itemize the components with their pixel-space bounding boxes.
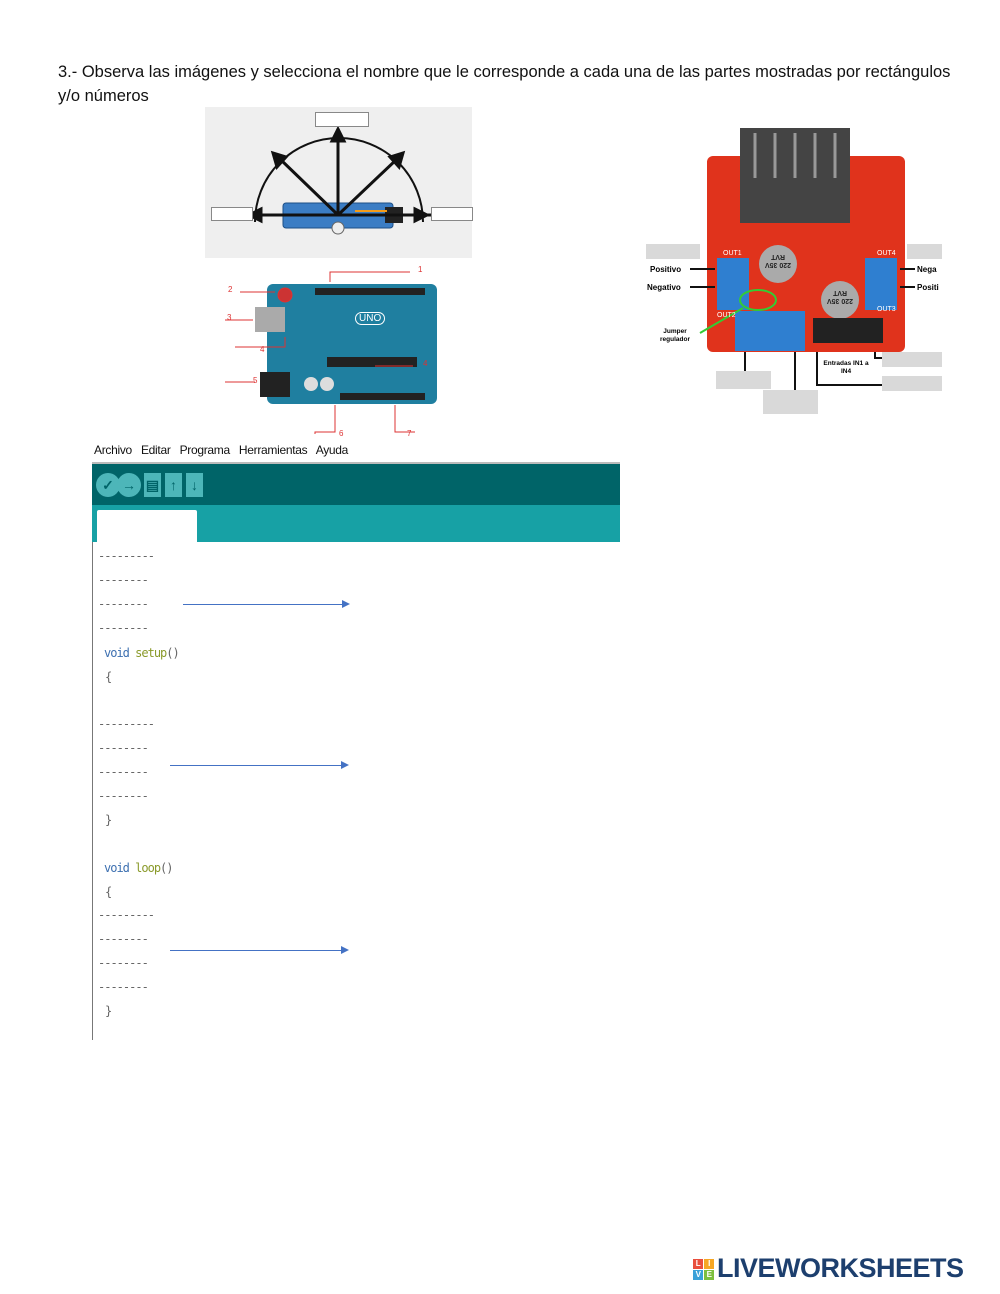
- label-positivo-left: Positivo: [650, 265, 682, 274]
- code-line: --------: [98, 573, 149, 587]
- code-line: --------: [98, 597, 149, 611]
- label-negativo-left: Negativo: [647, 283, 681, 292]
- menu-programa[interactable]: Programa: [179, 443, 231, 457]
- code-line: --------: [98, 956, 149, 970]
- verify-icon[interactable]: ✓: [96, 473, 120, 497]
- new-icon[interactable]: ▤: [144, 473, 161, 497]
- code-line: --------: [98, 621, 149, 635]
- arduino-logo: UNO: [355, 312, 386, 325]
- toolbar: ✓ → ▤ ↑ ↓: [92, 462, 620, 507]
- code-line: --------: [98, 980, 149, 994]
- save-icon[interactable]: ↓: [186, 473, 203, 497]
- menu-editar[interactable]: Editar: [140, 443, 171, 457]
- code-line: --------: [98, 765, 149, 779]
- answer-box-l298-bottom1[interactable]: [716, 371, 771, 389]
- code-line: ---------: [98, 908, 155, 922]
- capacitor-label-left: 220 35V RVT: [764, 253, 792, 268]
- tab-bar: [92, 505, 620, 542]
- label-positivo-right: Positi: [917, 283, 939, 292]
- label-entradas: Entradas IN1 a IN4: [823, 360, 869, 375]
- code-line: --------: [98, 741, 149, 755]
- answer-box-l298-bottom2[interactable]: [763, 390, 818, 414]
- answer-box-servo-top[interactable]: [315, 112, 369, 127]
- label-out2: OUT2: [717, 312, 736, 319]
- arduino-uno-diagram: UNO 1 2 3 4 4 5 6 7: [215, 262, 445, 442]
- answer-box-servo-left[interactable]: [211, 207, 253, 221]
- editor-border: [92, 542, 93, 1040]
- code-brace: }: [105, 1004, 112, 1018]
- code-line: --------: [98, 789, 149, 803]
- l298n-illustration: [690, 128, 915, 398]
- arduino-board-illustration: [225, 271, 437, 434]
- label-out3: OUT3: [877, 306, 896, 313]
- label-negativo-right: Nega: [917, 265, 937, 274]
- answer-box-l298-right1[interactable]: [882, 352, 942, 367]
- arrow-icon: [170, 761, 349, 769]
- menu-herramientas[interactable]: Herramientas: [238, 443, 308, 457]
- code-brace: {: [105, 670, 112, 684]
- setup-declaration: void setup(): [104, 646, 180, 660]
- board-number-6: 6: [339, 429, 344, 438]
- l298n-module-diagram: 220 35V RVT 220 35V RVT Positivo Negativ…: [645, 128, 942, 418]
- code-line: ---------: [98, 549, 155, 563]
- answer-box-l298-topright[interactable]: [907, 244, 942, 259]
- answer-box-l298-right2[interactable]: [882, 376, 942, 391]
- capacitor-label-right: 220 35V RVT: [826, 289, 854, 304]
- board-number-4a: 4: [260, 345, 265, 354]
- loop-declaration: void loop(): [104, 861, 174, 875]
- menu-bar: Archivo Editar Programa Herramientas Ayu…: [94, 443, 354, 457]
- instruction-text: 3.- Observa las imágenes y selecciona el…: [58, 63, 951, 105]
- upload-icon[interactable]: →: [117, 473, 141, 497]
- servo-diagram: [205, 107, 473, 258]
- menu-archivo[interactable]: Archivo: [94, 443, 132, 457]
- label-out4: OUT4: [877, 250, 896, 257]
- board-number-5: 5: [253, 376, 258, 385]
- board-number-4b: 4: [423, 359, 428, 368]
- arrow-icon: [183, 600, 350, 608]
- board-number-3: 3: [227, 313, 232, 322]
- code-brace: }: [105, 813, 112, 827]
- answer-box-servo-right[interactable]: [431, 207, 473, 221]
- arrow-icon: [170, 946, 349, 954]
- code-line: ---------: [98, 717, 155, 731]
- sketch-tab[interactable]: [97, 510, 197, 542]
- servo-illustration: [245, 125, 433, 235]
- board-number-7: 7: [407, 429, 412, 438]
- label-out1: OUT1: [723, 250, 742, 257]
- code-brace: {: [105, 885, 112, 899]
- open-icon[interactable]: ↑: [165, 473, 182, 497]
- brand-text: LIVEWORKSHEETS: [717, 1253, 964, 1283]
- arduino-ide: Archivo Editar Programa Herramientas Ayu…: [92, 440, 620, 1040]
- board-number-2: 2: [228, 285, 233, 294]
- code-line: --------: [98, 932, 149, 946]
- answer-box-l298-topleft[interactable]: [646, 244, 700, 259]
- label-jumper: Jumper regulador: [660, 328, 690, 343]
- menu-ayuda[interactable]: Ayuda: [315, 443, 349, 457]
- board-number-1: 1: [418, 265, 423, 274]
